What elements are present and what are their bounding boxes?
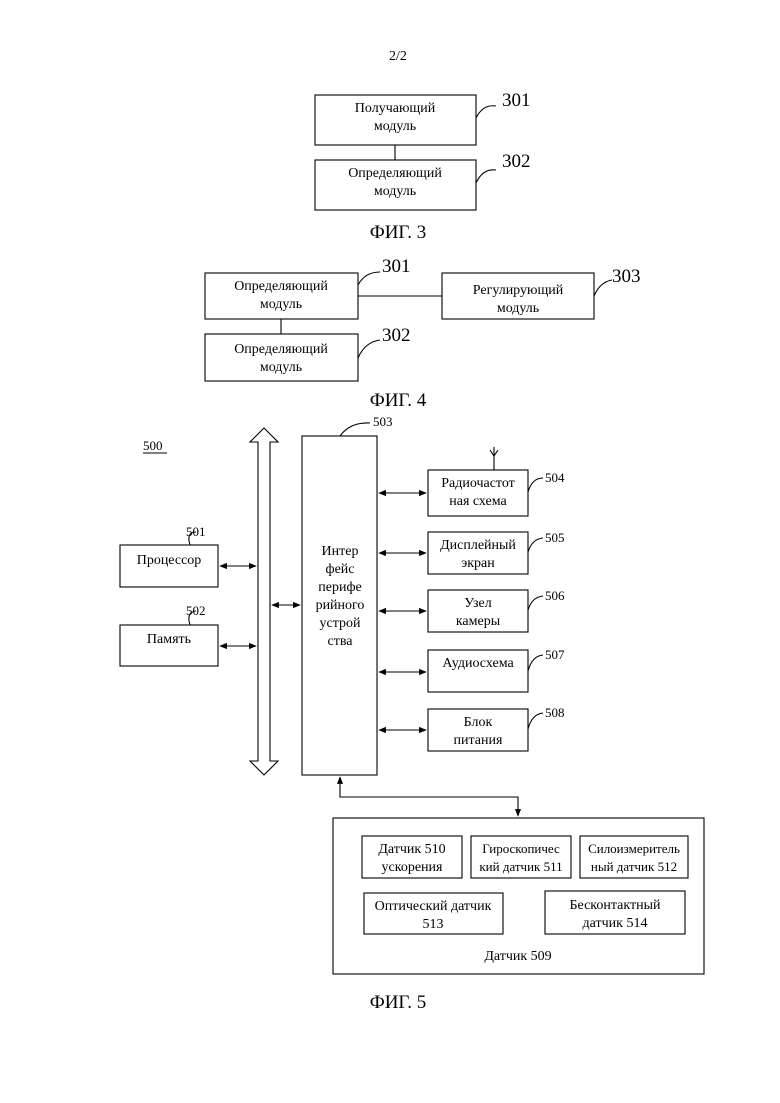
fig4-ref-303: 303 (612, 266, 641, 287)
display-line2: экран (461, 556, 495, 571)
fig4-ref-302: 302 (382, 325, 411, 346)
fig4-ref-301: 301 (382, 256, 411, 277)
fig4-module-3-line1: Регулирующий (473, 283, 564, 298)
interface-line-4: рийного (316, 598, 365, 613)
fig3-ref-301: 301 (502, 90, 531, 111)
accelerometer-line1: Датчик 510 (378, 842, 445, 857)
proximity-sensor-line1: Бесконтактный (569, 898, 661, 913)
fig3-diagram: Получающий модуль 301 Определяющий модул… (315, 90, 531, 243)
display-ref: 505 (545, 530, 565, 545)
fig3-determining-module-line1: Определяющий (348, 166, 442, 181)
memory-label: Память (147, 632, 191, 647)
camera-ref: 506 (545, 588, 565, 603)
interface-line-3: перифе (318, 580, 361, 595)
fig4-ref-302-leader (358, 340, 380, 358)
fig4-ref-303-leader (594, 280, 612, 296)
fig4-module-2-line1: Определяющий (234, 342, 328, 357)
power-ref-leader (528, 713, 543, 729)
audio-circuit-label: Аудиосхема (442, 656, 514, 671)
audio-ref-leader (528, 655, 543, 671)
fig4-caption: ФИГ. 4 (370, 390, 427, 411)
processor-label: Процессор (137, 553, 202, 568)
rf-circuit-line2: ная схема (449, 494, 507, 509)
fig4-module-3-line2: модуль (497, 301, 539, 316)
rf-circuit-line1: Радиочастот (441, 476, 515, 491)
fig3-ref-302: 302 (502, 151, 531, 172)
force-sensor-line1: Силоизмеритель (588, 841, 680, 856)
fig5-diagram: 500 Процессор 501 Память 502 Интер фейс … (120, 414, 704, 1013)
audio-ref: 507 (545, 647, 565, 662)
display-ref-leader (528, 538, 543, 552)
accelerometer-line2: ускорения (382, 860, 444, 875)
fig4-diagram: Определяющий модуль 301 Регулирующий мод… (205, 256, 641, 411)
fig3-ref-301-leader (476, 106, 496, 118)
processor-ref: 501 (186, 524, 206, 539)
optical-sensor-line1: Оптический датчик (375, 899, 492, 914)
proximity-sensor-line2: датчик 514 (583, 916, 648, 931)
system-bus-arrow (250, 428, 278, 775)
fig3-caption: ФИГ. 3 (370, 222, 427, 243)
interface-ref-leader (340, 423, 370, 436)
fig5-caption: ФИГ. 5 (370, 992, 427, 1013)
interface-line-6: ства (328, 634, 354, 649)
camera-ref-leader (528, 596, 543, 610)
force-sensor-line2: ный датчик 512 (591, 859, 677, 874)
gyroscope-line2: кий датчик 511 (479, 859, 562, 874)
power-ref: 508 (545, 705, 565, 720)
sensor-group-label: Датчик 509 (484, 949, 551, 964)
power-line2: питания (454, 733, 503, 748)
rf-ref: 504 (545, 470, 565, 485)
fig4-module-1-line2: модуль (260, 297, 302, 312)
interface-line-5: устрой (320, 616, 362, 631)
fig3-receiving-module-line2: модуль (374, 119, 416, 134)
interface-line-2: фейс (326, 562, 355, 577)
interface-line-1: Интер (322, 544, 359, 559)
fig4-module-2-line2: модуль (260, 360, 302, 375)
power-line1: Блок (464, 715, 493, 730)
interface-ref: 503 (373, 414, 393, 429)
gyroscope-line1: Гироскопичес (482, 841, 560, 856)
antenna-icon (490, 447, 498, 470)
fig3-ref-302-leader (476, 170, 496, 183)
fig4-ref-301-leader (358, 272, 380, 285)
memory-ref: 502 (186, 603, 206, 618)
rf-ref-leader (528, 478, 543, 492)
camera-line2: камеры (456, 614, 501, 629)
fig3-determining-module-line2: модуль (374, 184, 416, 199)
fig4-module-1-line1: Определяющий (234, 279, 328, 294)
optical-sensor-line2: 513 (423, 917, 444, 932)
fig3-receiving-module-line1: Получающий (355, 101, 436, 116)
camera-line1: Узел (464, 596, 491, 611)
interface-sensor-arrow (340, 777, 518, 816)
fig5-device-ref: 500 (143, 438, 163, 453)
page-number: 2/2 (389, 49, 407, 64)
display-line1: Дисплейный (440, 538, 516, 553)
